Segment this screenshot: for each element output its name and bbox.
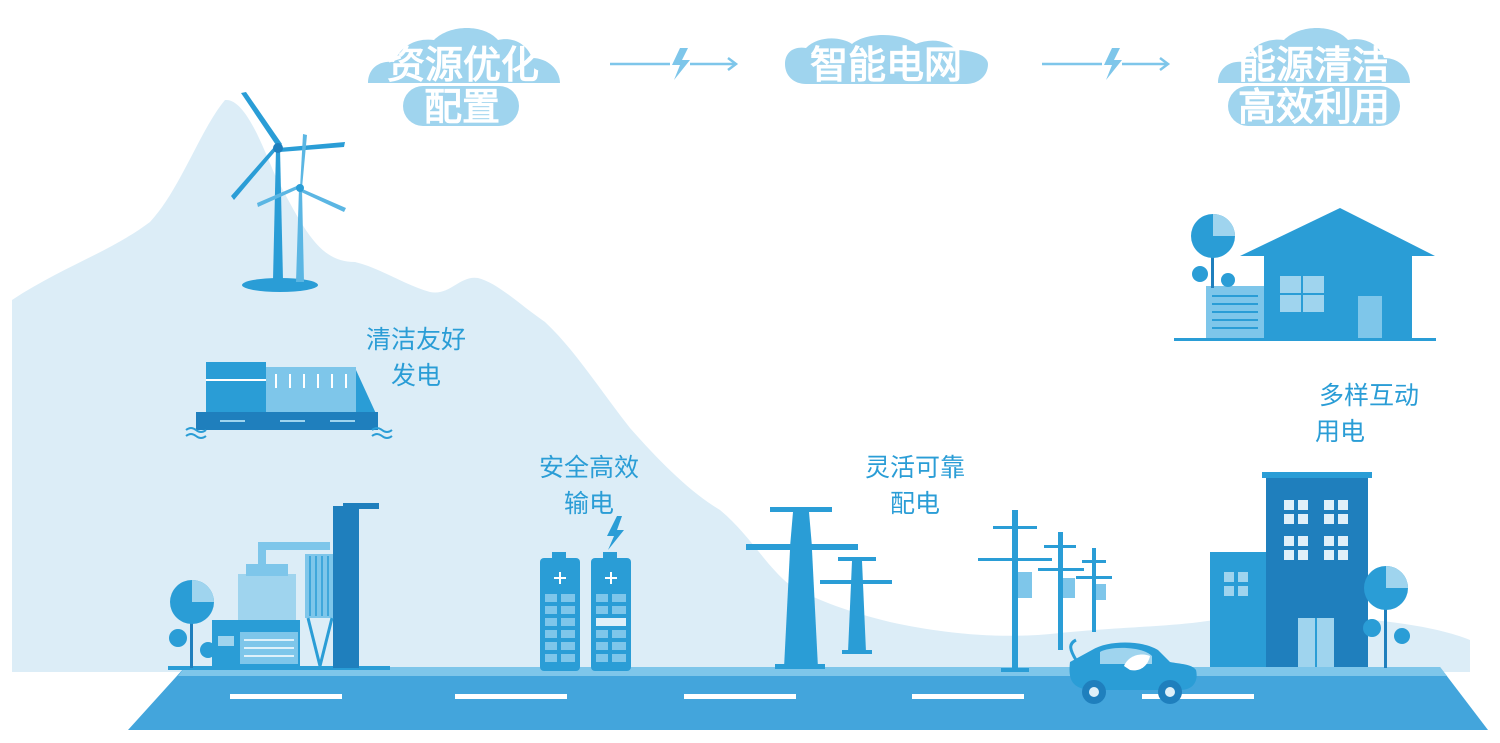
hydro-power-station — [185, 362, 393, 439]
label-consumption-line-1: 多样互动 — [1319, 381, 1419, 410]
label-distribution-line-2: 配电 — [890, 489, 940, 518]
arrow-lightning-2 — [1042, 48, 1171, 80]
cloud-smart-grid: 智能电网 — [785, 35, 988, 87]
cloud-resource-optimization: 资源优化 配置 — [368, 28, 560, 129]
arrow-lightning-1 — [610, 48, 739, 80]
label-transmission-line-2: 输电 — [564, 489, 614, 518]
label-consumption-line-2: 用电 — [1315, 417, 1365, 446]
electric-car — [1069, 638, 1197, 704]
header-stage-3-line-1: 能源清洁 — [1238, 43, 1390, 87]
header-stage-1-line-2: 配置 — [424, 85, 500, 129]
distribution-poles — [978, 510, 1112, 672]
office-buildings — [1210, 472, 1410, 668]
label-generation-line-2: 发电 — [391, 361, 441, 390]
cloud-clean-energy: 能源清洁 高效利用 — [1218, 28, 1410, 129]
house — [1174, 208, 1436, 341]
header-stage-2-line-1: 智能电网 — [810, 43, 962, 87]
road — [128, 667, 1488, 730]
wind-turbines — [231, 92, 346, 292]
lightning-icon — [607, 516, 624, 550]
label-transmission-line-1: 安全高效 — [539, 453, 639, 482]
transmission-towers — [746, 507, 892, 669]
road-markings — [230, 694, 1254, 699]
label-distribution-line-1: 灵活可靠 — [865, 453, 965, 482]
mountain-background — [12, 99, 1470, 672]
label-generation-line-1: 清洁友好 — [366, 325, 466, 354]
thermal-power-plant — [168, 503, 390, 670]
header-stage-1-line-1: 资源优化 — [387, 43, 539, 87]
header-stage-3-line-2: 高效利用 — [1238, 85, 1390, 129]
battery-storage — [540, 516, 631, 671]
